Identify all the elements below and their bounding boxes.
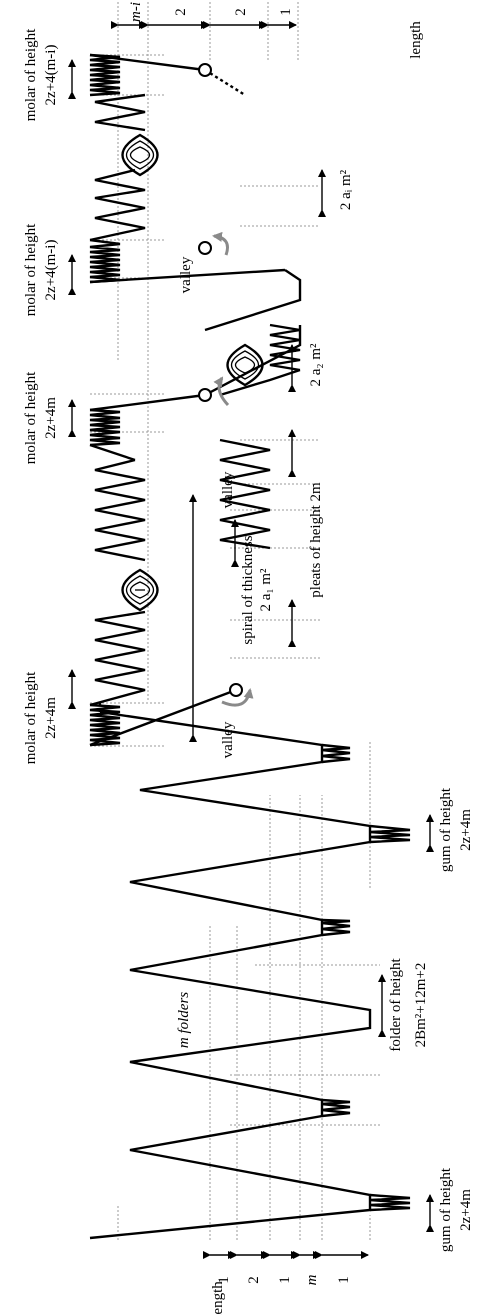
folder-height: 2Bm²+12m+2 — [413, 963, 429, 1048]
spiral-thickness-2: 2 a₂ m² — [308, 343, 324, 387]
pleats-label: pleats of height 2m — [308, 482, 324, 598]
ruler-tick-1a: 1 — [216, 1276, 232, 1284]
molar-2 — [89, 408, 121, 447]
valley-node-2 — [198, 388, 212, 402]
valley-node-1 — [229, 683, 243, 697]
fold-profile — [89, 53, 411, 1240]
ruler-length-top: length — [408, 21, 424, 59]
ruler-length-left: length — [210, 1281, 226, 1315]
molar-height-3: 2z+4(m-i) — [43, 240, 59, 301]
molar-4 — [89, 53, 121, 97]
gum-label-1: gum of height — [438, 1167, 454, 1252]
spiral-1 — [121, 568, 159, 612]
spiral-label: spiral of thickness — [240, 535, 256, 644]
ruler-top-mi: m-i — [128, 2, 144, 22]
ruler-top-2b: 2 — [233, 8, 249, 16]
molar-label-4: molar of height — [23, 28, 39, 121]
molar-height-4: 2z+4(m-i) — [43, 45, 59, 106]
folders-profile — [89, 710, 372, 1240]
spiral-thickness-1: 2 a₁ m² — [258, 568, 274, 612]
molar-height-2: 2z+4m — [43, 397, 59, 439]
valley-label-1: valley — [220, 721, 236, 758]
ruler-top-1: 1 — [278, 8, 294, 16]
gum-label-2: gum of height — [438, 787, 454, 872]
dimension-arrows — [68, 21, 434, 1259]
molar-1 — [89, 703, 121, 747]
valley-node-4 — [198, 63, 212, 77]
ruler-tick-2: 2 — [246, 1276, 262, 1284]
folder-label: folder of height — [388, 958, 404, 1052]
spiral-thickness-i: 2 aᵢ m² — [338, 169, 354, 210]
guide-lines — [90, 0, 380, 1240]
gum-height-2: 2z+4m — [458, 809, 474, 851]
spiral-2 — [226, 343, 264, 387]
ruler-top-2a: 2 — [173, 8, 189, 16]
gum-height-1: 2z+4m — [458, 1189, 474, 1231]
valley-label-2: valley — [220, 471, 236, 508]
ruler-tick-m: m — [304, 1274, 320, 1285]
tooth-strip-1 — [89, 688, 237, 747]
labels: length 1 2 1 m 1 length m-i 2 2 1 m fold… — [23, 2, 474, 1315]
valley-node-3 — [198, 241, 212, 255]
gum-bottom — [369, 1193, 411, 1212]
m-folders-label: m folders — [176, 992, 192, 1048]
molar-label-2: molar of height — [23, 371, 39, 464]
ruler-tick-1c: 1 — [336, 1276, 352, 1284]
molar-3 — [89, 238, 121, 284]
molar-height-1: 2z+4m — [43, 697, 59, 739]
molar-label-1: molar of height — [23, 671, 39, 764]
lower-zigzag-1 — [269, 323, 301, 372]
ruler-tick-1b: 1 — [277, 1276, 293, 1284]
molar-label-3: molar of height — [23, 223, 39, 316]
valley-label-3: valley — [178, 256, 194, 293]
gum-top — [369, 824, 411, 844]
spiral-i — [121, 133, 159, 177]
